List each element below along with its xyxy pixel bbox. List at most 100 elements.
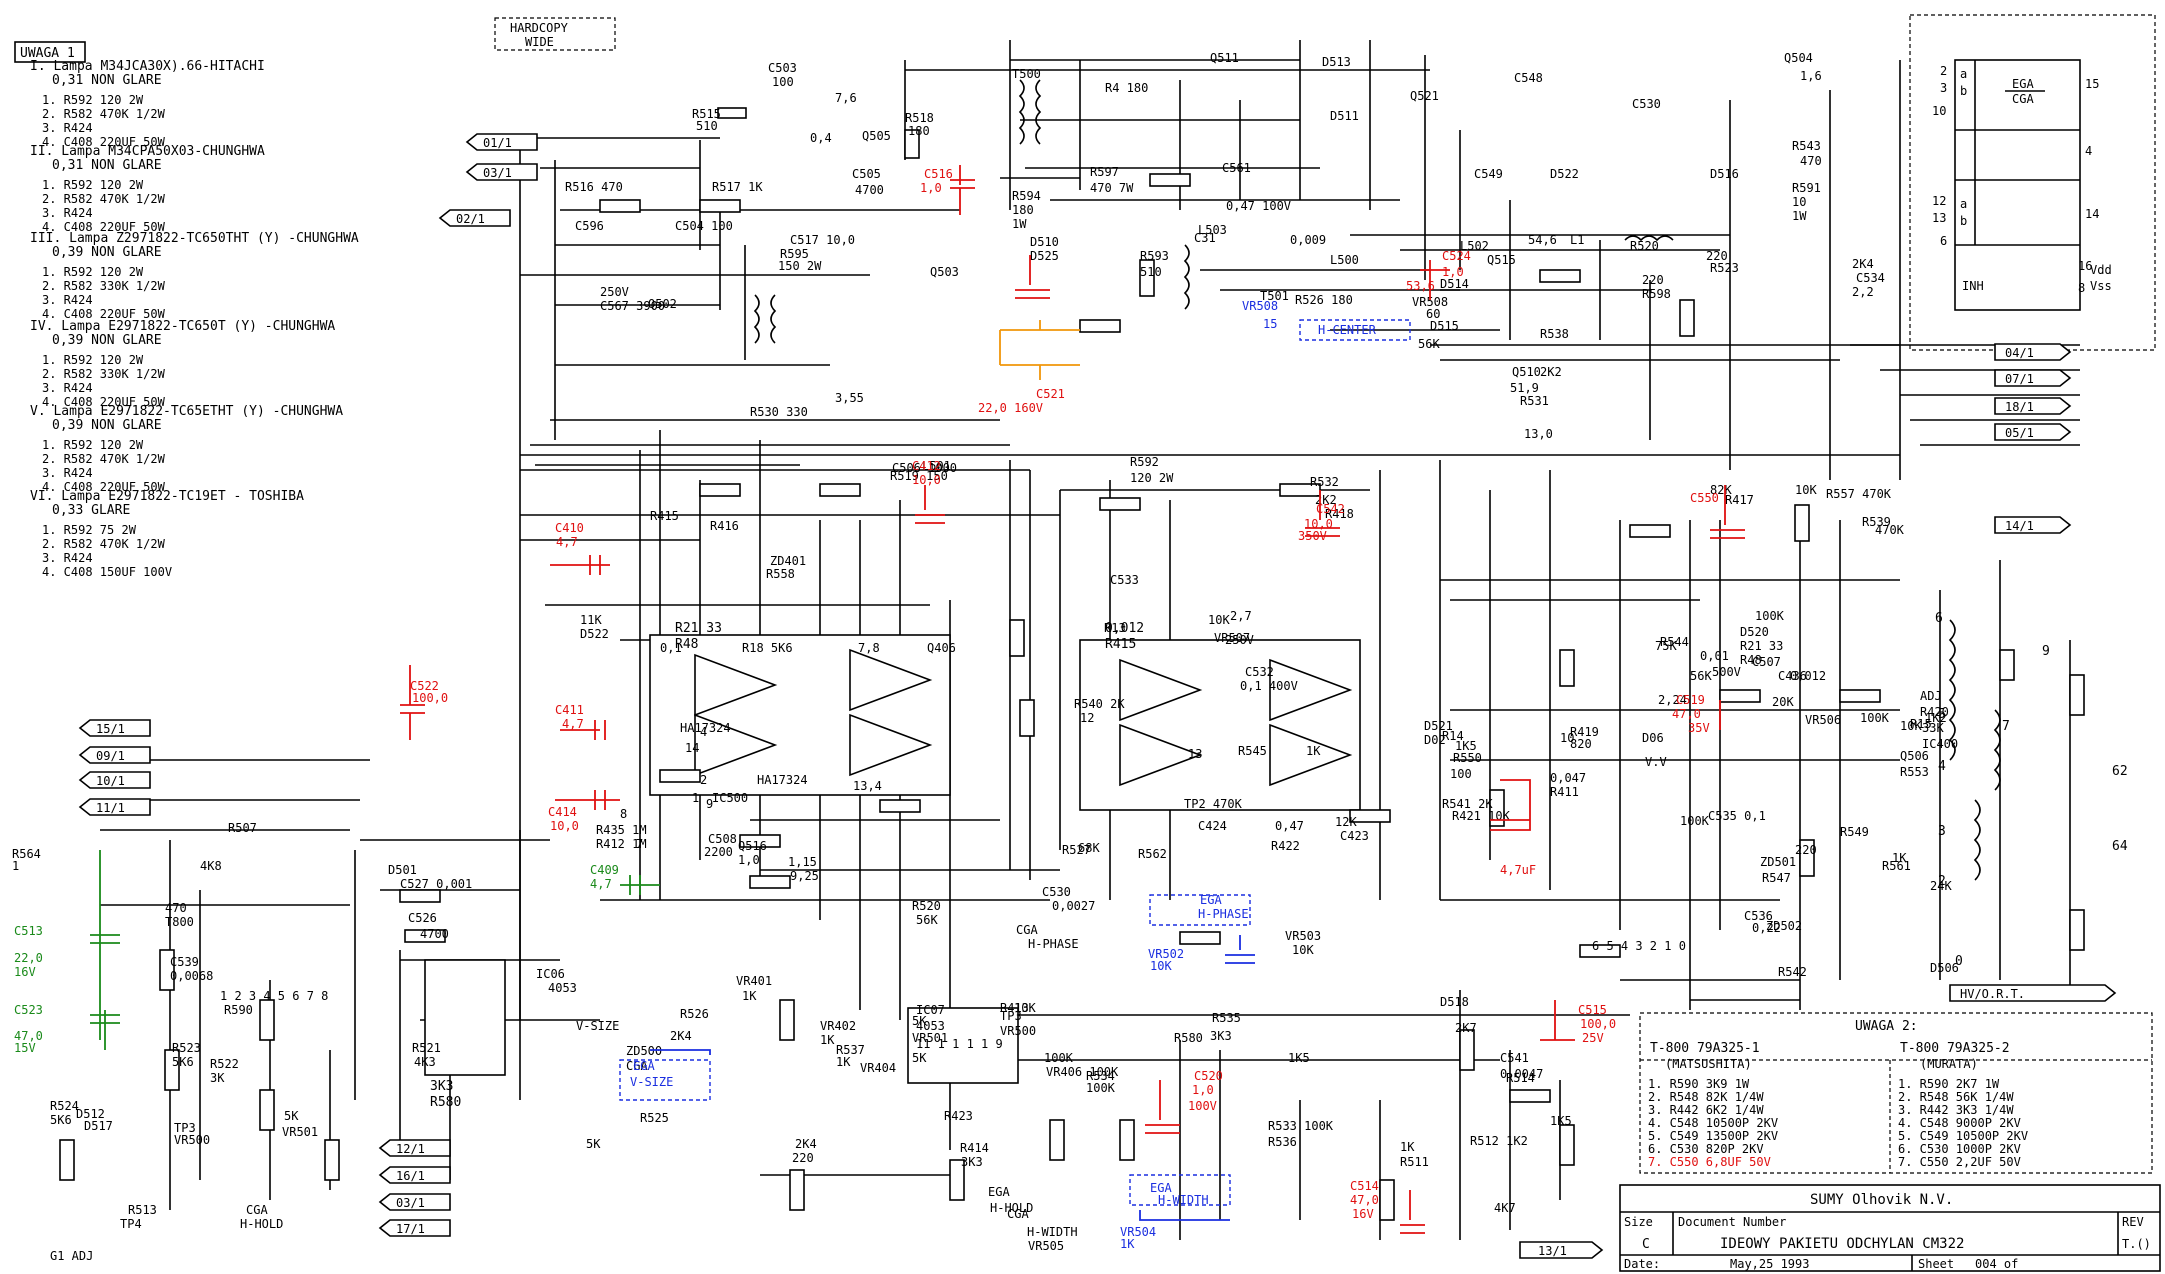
component-label: 0,47 100V — [1226, 199, 1291, 213]
red-overlays — [400, 165, 1745, 1234]
component-label: 1K — [742, 989, 757, 1003]
component-label: 33K — [1922, 721, 1944, 735]
component-label: 10 — [1560, 731, 1574, 745]
component-label: 120 2W — [1130, 471, 1174, 485]
component-label: Q511 — [1210, 51, 1239, 65]
component-label: C436 — [1778, 669, 1807, 683]
connector-label: 01/1 — [483, 136, 512, 150]
connector-label: 09/1 — [96, 749, 125, 763]
component-label: 1K — [820, 1033, 835, 1047]
component-label: VR506 — [1805, 713, 1841, 727]
red-label: 10,0 — [1304, 517, 1333, 531]
uwaga1-section-line: 2. R582 330K 1/2W — [42, 367, 166, 381]
component-label: 100K — [1680, 814, 1710, 828]
uwaga1-section-line: 1. R592 120 2W — [42, 265, 144, 279]
component-label: L501 — [922, 459, 951, 473]
uwaga1-section-line: 1. R592 120 2W — [42, 438, 144, 452]
uwaga1-section-line: 4. C408 220UF 50W — [42, 395, 166, 409]
component-label: 0,22 — [1752, 921, 1781, 935]
component-label: C530 — [1042, 885, 1071, 899]
ic500-type: R415 — [1105, 637, 1136, 652]
component-label: 5K6 — [172, 1055, 194, 1069]
d4062-pinnum-13: 13 — [1932, 211, 1946, 225]
uwaga2-title: UWAGA 2: — [1855, 1019, 1918, 1034]
uwaga2-left-row: 7. C550 6,8UF 50V — [1648, 1155, 1771, 1169]
d4062-out-14: 14 — [2085, 207, 2099, 221]
component-label: 2200 — [704, 845, 733, 859]
component-label: R550 — [1453, 751, 1482, 765]
uwaga1-section-line: 4. C408 220UF 50W — [42, 135, 166, 149]
connectors: 01/103/102/115/109/110/111/112/116/103/1… — [78, 133, 2117, 1259]
d4062-vss: Vss — [2090, 279, 2112, 293]
component-label: 150 2W — [778, 259, 822, 273]
component-label: VR503 — [1285, 929, 1321, 943]
component-label: VR508 — [1412, 295, 1448, 309]
uwaga2-right-head: T-800 79A325-2 — [1900, 1041, 2010, 1056]
t800-pin-64: 64 — [2112, 839, 2128, 854]
component-label: 4K3 — [414, 1055, 436, 1069]
component-label: D511 — [1330, 109, 1359, 123]
component-label: L503 — [1198, 223, 1227, 237]
component-label: R526 — [680, 1007, 709, 1021]
component-label: 180 — [908, 124, 930, 138]
component-label: 4K7 — [1494, 1201, 1516, 1215]
component-label: ZD502 — [1766, 919, 1802, 933]
red-label: 10,0 — [550, 819, 579, 833]
component-label: 51,9 — [1510, 381, 1539, 395]
connector-left: 15/1 — [78, 719, 151, 737]
component-label: C541 — [1500, 1051, 1529, 1065]
component-label: Q406 — [927, 641, 956, 655]
ic06-block: 3K3 R580 — [424, 959, 506, 1110]
uwaga1-section-head: VI. Lampa E2971822-TC19ET - TOSHIBA — [30, 489, 304, 504]
component-label: 3K3 — [1210, 1029, 1232, 1043]
component-label: 2K4 — [670, 1029, 692, 1043]
component-label: R420 — [1920, 705, 1949, 719]
component-label: R562 — [1138, 847, 1167, 861]
uwaga2-right-row: 2. R548 56K 1/4W — [1898, 1090, 2014, 1104]
red-label: 53,6 — [1406, 279, 1435, 293]
uwaga1-section-line: 3. R424 — [42, 381, 93, 395]
component-label: R423 — [944, 1109, 973, 1123]
component-label: R518 — [905, 111, 934, 125]
t800-pins: 6 5 4 9 7 3 2 62 64 0 — [1935, 611, 2128, 969]
red-label: 47,0 — [1672, 707, 1701, 721]
component-label: 220 — [792, 1151, 814, 1165]
uwaga1-section-line: 4. C408 150UF 100V — [42, 565, 172, 579]
t800-pin-0: 0 — [1955, 954, 1963, 969]
component-label: L502 — [1460, 239, 1489, 253]
component-label: 7,8 — [858, 641, 880, 655]
connector-left: 17/1 — [378, 1219, 451, 1237]
uwaga2-table: UWAGA 2: T-800 79A325-1 (MATSUSHITA) T-8… — [1639, 1012, 2153, 1174]
component-label: 2,7 — [1230, 609, 1252, 623]
blue-label: V-SIZE — [630, 1075, 673, 1089]
component-label: R13 — [1104, 621, 1126, 635]
connector-label: 15/1 — [96, 722, 125, 736]
component-label: R530 330 — [750, 405, 808, 419]
component-label: 1K5 — [1550, 1114, 1572, 1128]
component-label: 7 — [636, 837, 643, 851]
red-label: 100,0 — [1580, 1017, 1616, 1031]
ic07-pins-top: 5K — [912, 1014, 927, 1028]
connector-label: 03/1 — [483, 166, 512, 180]
blue-label: H-WIDTH — [1158, 1193, 1209, 1207]
component-label: R15 — [1910, 717, 1932, 731]
red-label: 1,0 — [1192, 1083, 1214, 1097]
component-label: D506 — [1930, 961, 1959, 975]
component-label: EGA — [988, 1185, 1010, 1199]
component-label: 100K — [1860, 711, 1890, 725]
component-label: R526 180 — [1295, 293, 1353, 307]
connector-label: 03/1 — [396, 1196, 425, 1210]
connector-label: 07/1 — [2005, 372, 2034, 386]
component-label: D518 — [1440, 995, 1469, 1009]
component-label: 2K7 — [1455, 1021, 1477, 1035]
red-label: 100,0 — [412, 691, 448, 705]
component-label: C548 — [1514, 71, 1543, 85]
component-label: CGA — [626, 1059, 648, 1073]
component-label: 9,25 — [790, 869, 819, 883]
component-label: C596 — [575, 219, 604, 233]
component-label: C561 — [1222, 161, 1251, 175]
connector-label: 17/1 — [396, 1222, 425, 1236]
titleblock-doc-title: IDEOWY PAKIETU ODCHYLAN CM322 — [1720, 1236, 1964, 1252]
connector-right: 18/1 — [1994, 397, 2072, 415]
